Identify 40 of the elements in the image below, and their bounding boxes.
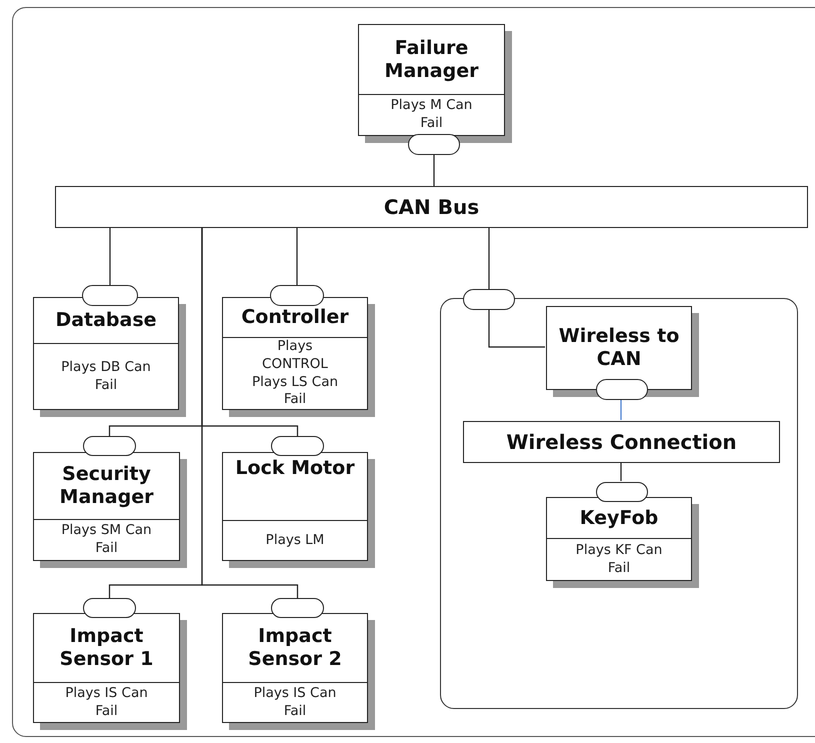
- connector-line: [296, 228, 298, 285]
- connector-line: [488, 310, 545, 348]
- component-title: Database: [55, 309, 157, 332]
- port-connector: [271, 436, 324, 456]
- component-description: Plays DB Can Fail: [60, 358, 152, 394]
- port-connector: [270, 285, 324, 306]
- connector-line: [201, 228, 298, 598]
- component-description: Plays IS Can Fail: [64, 684, 149, 720]
- component-title: CAN Bus: [384, 195, 480, 219]
- component-description: Plays SM Can Fail: [60, 522, 153, 558]
- component-title: Security Manager: [58, 463, 154, 509]
- port-connector: [271, 598, 324, 618]
- component-description: Plays CONTROL Plays LS Can Fail: [250, 338, 340, 409]
- component-description: Plays IS Can Fail: [252, 684, 338, 720]
- component-title: Failure Manager: [384, 36, 480, 82]
- port-connector: [463, 289, 515, 310]
- connector-line: [109, 228, 111, 285]
- port-connector: [83, 436, 136, 456]
- bus-bar: [55, 186, 808, 228]
- port-connector: [408, 134, 460, 155]
- connector-line: [620, 462, 622, 481]
- port-connector: [83, 598, 136, 618]
- component-description: Plays M Can Fail: [390, 97, 474, 133]
- component-description: Plays KF Can Fail: [574, 542, 664, 578]
- connector-line: [620, 399, 622, 420]
- bus-bar: [463, 421, 780, 463]
- component-title: Impact Sensor 1: [58, 625, 154, 671]
- component-title: Impact Sensor 2: [247, 625, 343, 671]
- component-title: Lock Motor: [235, 457, 355, 480]
- port-connector: [82, 285, 138, 306]
- component-title: Controller: [241, 306, 349, 329]
- port-connector: [596, 379, 648, 400]
- component-description: Plays LM: [264, 532, 326, 550]
- group-frame: [440, 298, 798, 709]
- component-title: KeyFob: [580, 506, 658, 530]
- component-title: Wireless Connection: [506, 430, 737, 454]
- connector-line: [488, 228, 490, 289]
- port-connector: [596, 482, 648, 502]
- connector-line: [433, 155, 435, 186]
- component-title: Wireless to CAN: [558, 325, 680, 371]
